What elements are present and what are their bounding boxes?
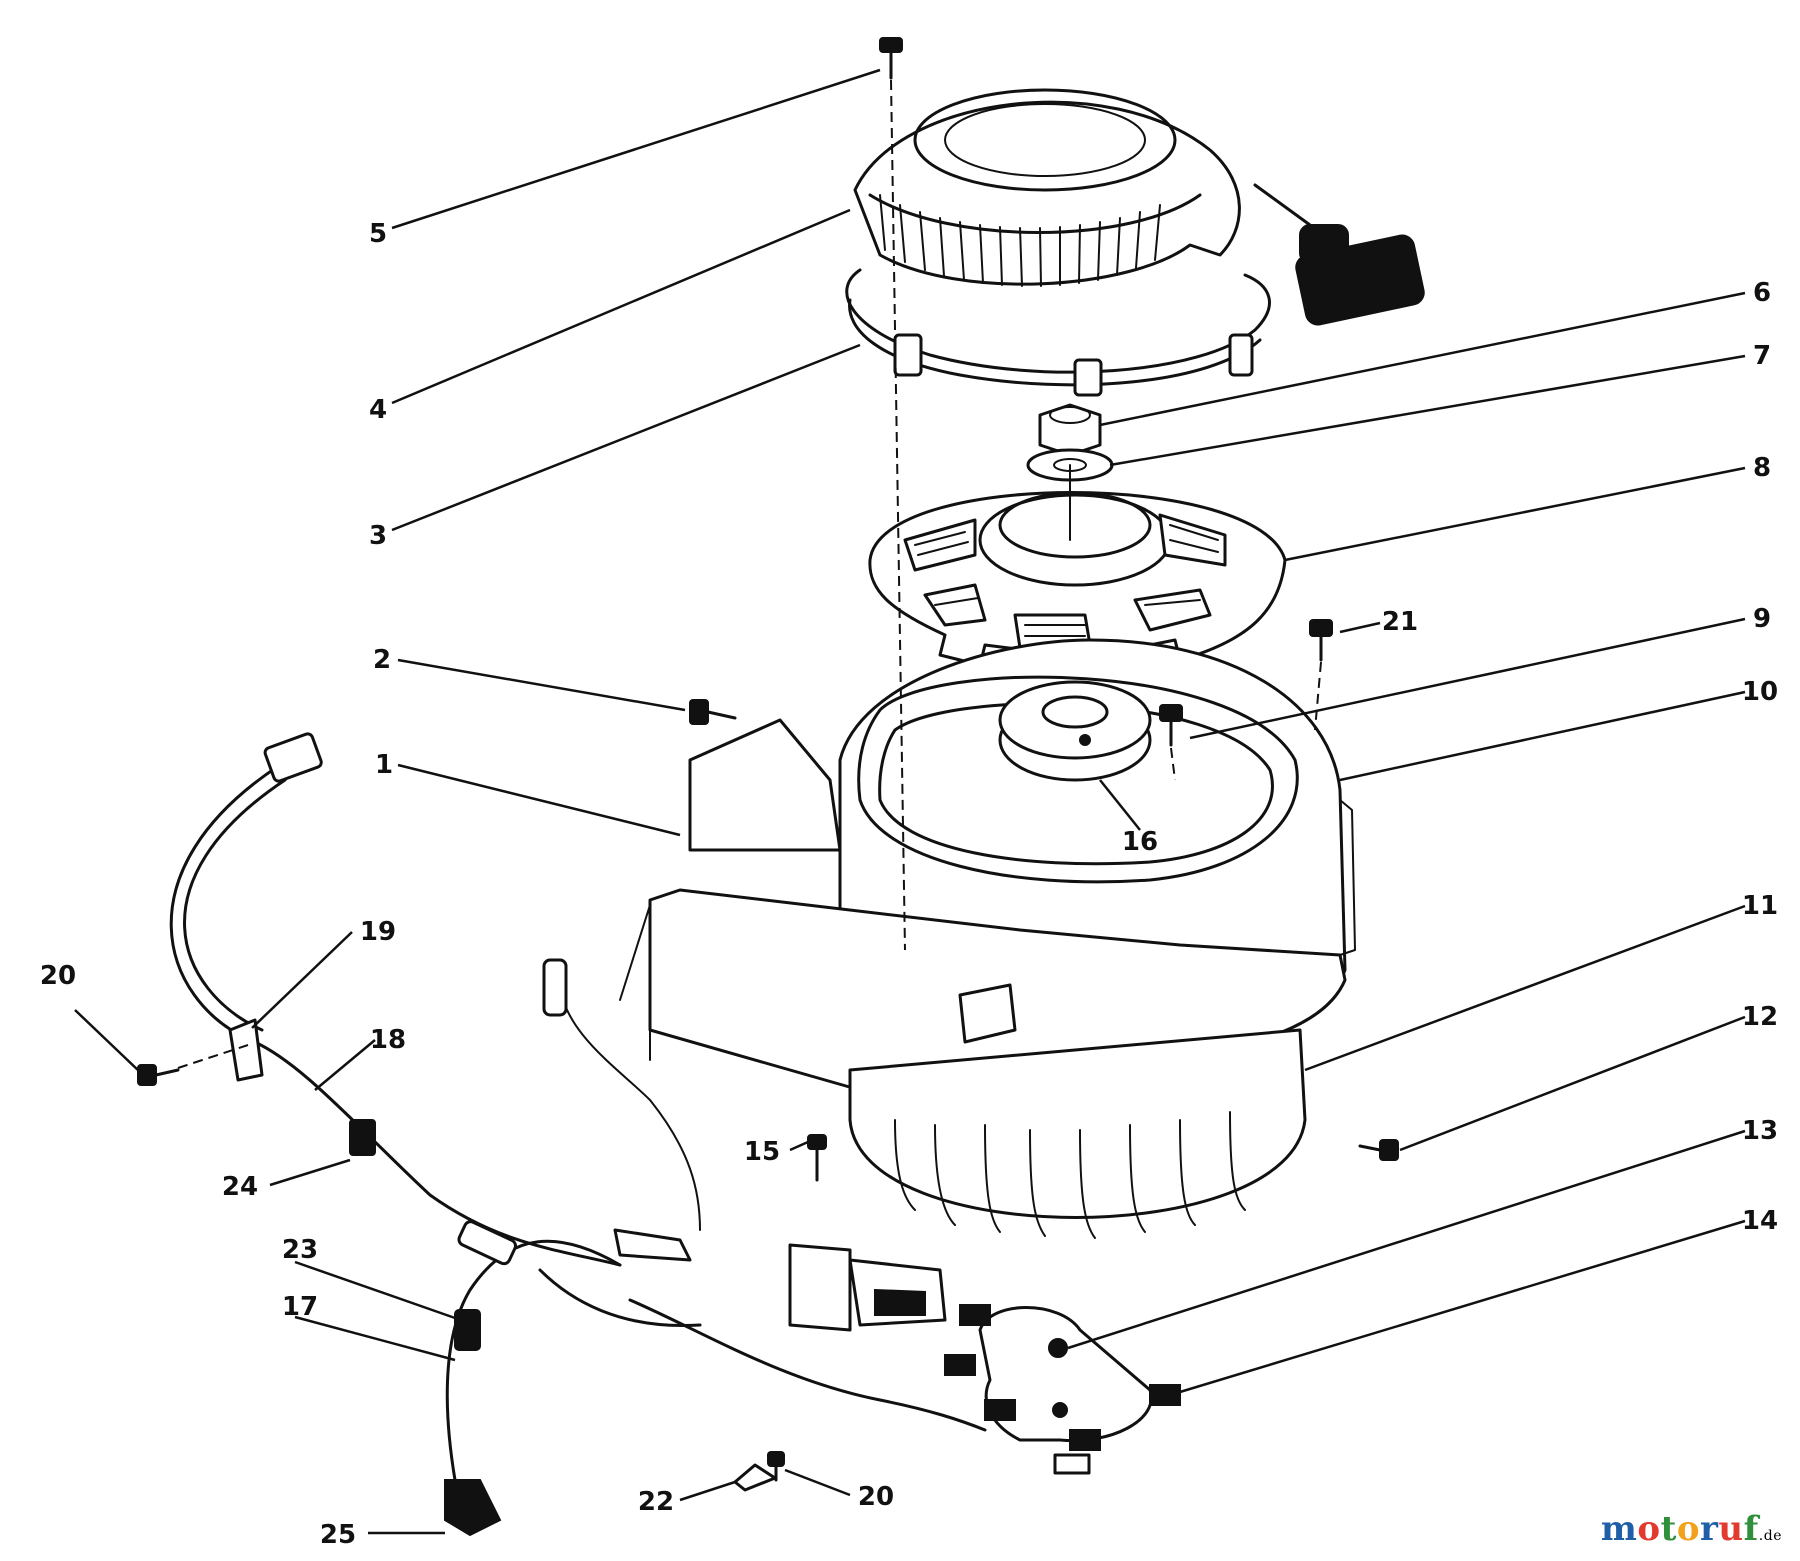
callout-5: 5 xyxy=(369,219,387,249)
screw-15 xyxy=(807,1134,827,1182)
callout-24: 24 xyxy=(222,1172,258,1202)
callout-15: 15 xyxy=(744,1137,780,1167)
watermark-letter: f xyxy=(1743,1509,1759,1549)
screw-20-left xyxy=(137,1064,180,1086)
callout-19: 19 xyxy=(360,917,396,947)
callout-10: 10 xyxy=(1742,677,1778,707)
clamp-ring xyxy=(845,268,1271,397)
callout-3: 3 xyxy=(369,521,387,551)
callout-20-left: 20 xyxy=(40,961,76,991)
callout-14: 14 xyxy=(1742,1206,1778,1236)
callout-16: 16 xyxy=(1122,827,1158,857)
watermark-logo: motoruf.de xyxy=(1601,1509,1782,1549)
callout-1: 1 xyxy=(375,750,393,780)
screw-21 xyxy=(1309,619,1333,662)
callout-12: 12 xyxy=(1742,1002,1778,1032)
callout-18: 18 xyxy=(370,1025,406,1055)
callout-6: 6 xyxy=(1753,278,1771,308)
callout-20-bottom: 20 xyxy=(858,1482,894,1512)
callout-23: 23 xyxy=(282,1235,318,1265)
rewind-starter-housing xyxy=(853,88,1425,326)
starter-cup xyxy=(868,464,1287,677)
callout-9: 9 xyxy=(1753,604,1771,634)
ignition-module xyxy=(788,1243,947,1332)
screw-2 xyxy=(689,699,737,725)
watermark-suffix: .de xyxy=(1758,1528,1782,1544)
callout-17: 17 xyxy=(282,1292,318,1322)
callout-11: 11 xyxy=(1742,891,1778,921)
callout-22: 22 xyxy=(638,1487,674,1517)
screw-9 xyxy=(1159,704,1183,747)
callout-labels: 5 4 3 6 7 8 21 9 10 2 1 16 11 19 20 18 1… xyxy=(40,219,1778,1550)
callout-8: 8 xyxy=(1753,453,1771,483)
blower-housing xyxy=(619,638,1356,1122)
flywheel-fins xyxy=(848,1028,1307,1239)
watermark-letter: o xyxy=(1676,1509,1700,1549)
starter-nut xyxy=(1038,403,1102,457)
watermark-letter: m xyxy=(1600,1509,1638,1549)
callout-21: 21 xyxy=(1382,607,1418,637)
flywheel-hub xyxy=(998,680,1152,782)
screw-12 xyxy=(1358,1139,1399,1161)
wiring-harness xyxy=(169,732,987,1537)
watermark-letter: u xyxy=(1718,1509,1744,1549)
leader-lines xyxy=(74,68,1746,1535)
callout-4: 4 xyxy=(369,395,387,425)
callout-13: 13 xyxy=(1742,1116,1778,1146)
armature-bracket xyxy=(944,1304,1181,1475)
watermark-letter: o xyxy=(1637,1509,1661,1549)
watermark-letter: t xyxy=(1660,1509,1677,1549)
assembly-centerlines xyxy=(177,79,1322,1069)
watermark-letter: r xyxy=(1700,1509,1719,1549)
callout-2: 2 xyxy=(373,645,391,675)
callout-7: 7 xyxy=(1753,341,1771,371)
callout-25: 25 xyxy=(320,1520,356,1550)
clip-22 xyxy=(733,1463,777,1492)
screw-5 xyxy=(879,37,903,80)
